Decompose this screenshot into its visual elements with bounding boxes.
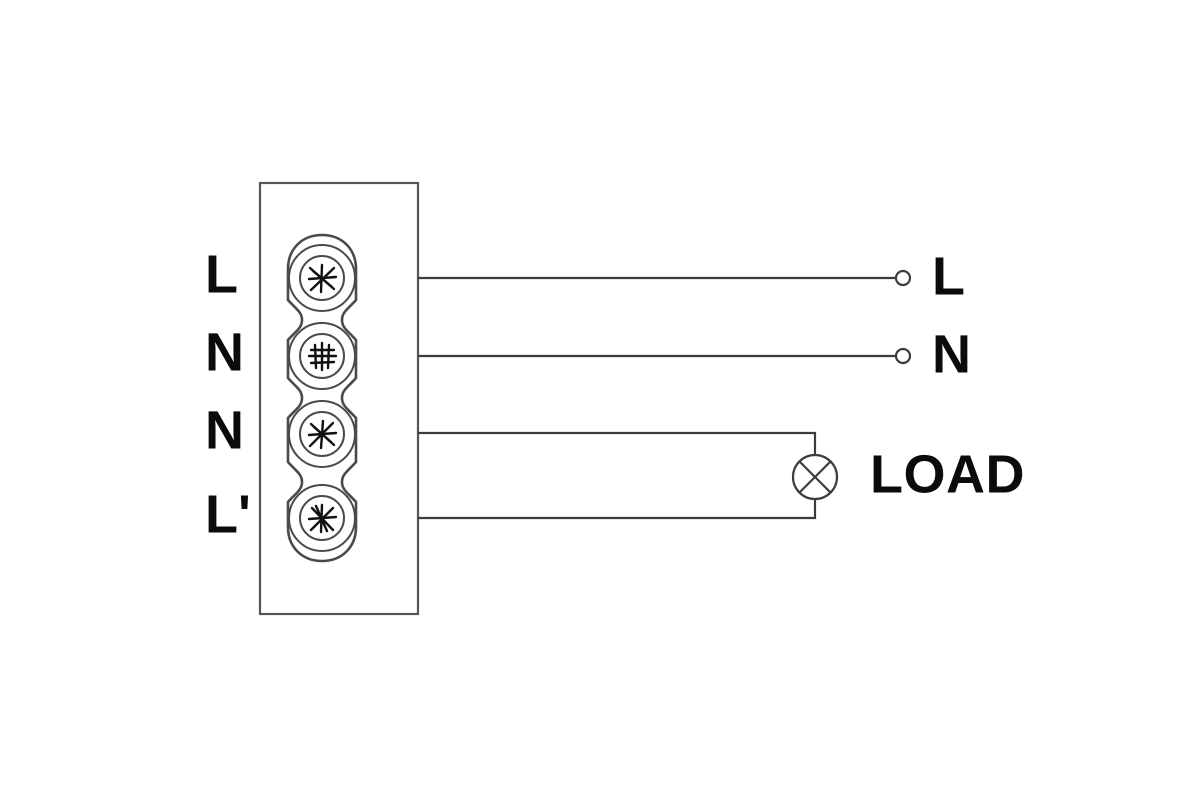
supply-label-L: L (932, 246, 965, 306)
terminal-well-1[interactable] (288, 244, 356, 312)
terminal-screw-1[interactable] (299, 255, 345, 301)
terminal-well-4[interactable] (288, 484, 356, 552)
lamp-icon (791, 453, 839, 501)
terminal-label-4: L' (205, 484, 251, 544)
terminal-strip[interactable] (286, 233, 358, 563)
wire-load-bottom (418, 499, 817, 520)
terminal-screw-2[interactable] (299, 333, 345, 379)
terminal-label-1: L (205, 244, 238, 304)
supply-label-N: N (932, 324, 971, 384)
supply-terminal-dot-N (894, 347, 912, 365)
terminal-label-3: N (205, 400, 244, 460)
terminal-screw-3[interactable] (299, 411, 345, 457)
wire-load-top (418, 431, 817, 455)
supply-terminal-dot-L (894, 269, 912, 287)
terminal-well-2[interactable] (288, 322, 356, 390)
terminal-screw-4[interactable] (299, 495, 345, 541)
terminal-label-2: N (205, 322, 244, 382)
terminal-well-3[interactable] (288, 400, 356, 468)
load-label: LOAD (870, 444, 1025, 504)
